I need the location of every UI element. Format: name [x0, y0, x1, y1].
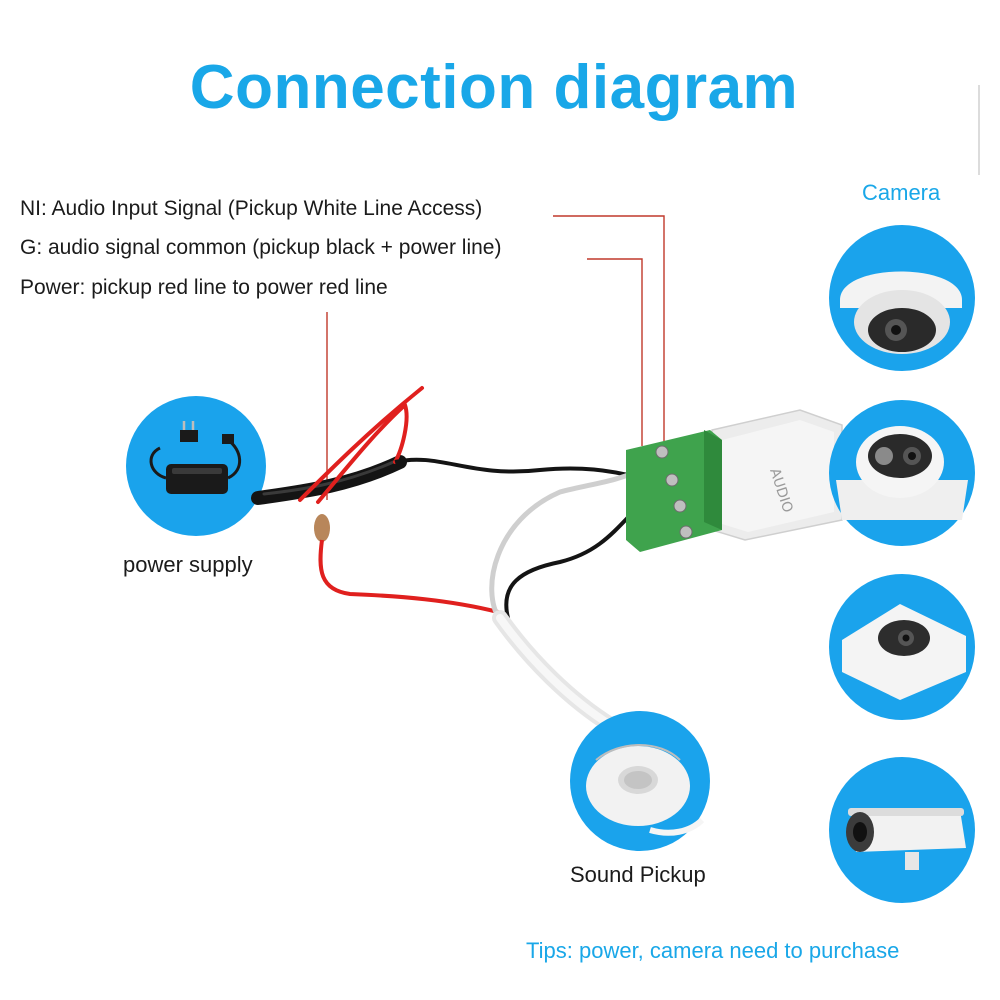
divider — [978, 85, 980, 175]
power-supply-label: power supply — [123, 552, 253, 577]
power-cable — [251, 455, 407, 505]
black-wire-power — [394, 457, 641, 480]
turret-camera-icon — [829, 400, 975, 546]
mini-dome-camera-icon — [829, 574, 975, 720]
bullet-camera-icon — [829, 757, 975, 903]
camera-label: Camera — [862, 180, 941, 205]
terminal-block-icon: AUDIO — [626, 409, 843, 552]
red-wire-ends — [298, 386, 424, 504]
note-signal-common: G: audio signal common (pickup black + p… — [20, 236, 502, 259]
note-audio-input: NI: Audio Input Signal (Pickup White Lin… — [20, 197, 483, 220]
pickup-cable — [492, 610, 620, 734]
wire-splice — [314, 514, 499, 614]
microphone-pickup-icon — [570, 711, 710, 851]
pickup-wires — [489, 467, 643, 623]
leader-lines — [326, 215, 665, 500]
page-title: Connection diagram — [189, 53, 799, 122]
note-power-line: Power: pickup red line to power red line — [20, 276, 388, 299]
leader-ni — [553, 215, 665, 446]
power-adapter-icon — [126, 396, 266, 536]
tips-text: Tips: power, camera need to purchase — [526, 938, 900, 963]
dome-camera-icon — [829, 225, 975, 371]
leader-g — [587, 258, 643, 446]
sound-pickup-label: Sound Pickup — [570, 862, 706, 887]
